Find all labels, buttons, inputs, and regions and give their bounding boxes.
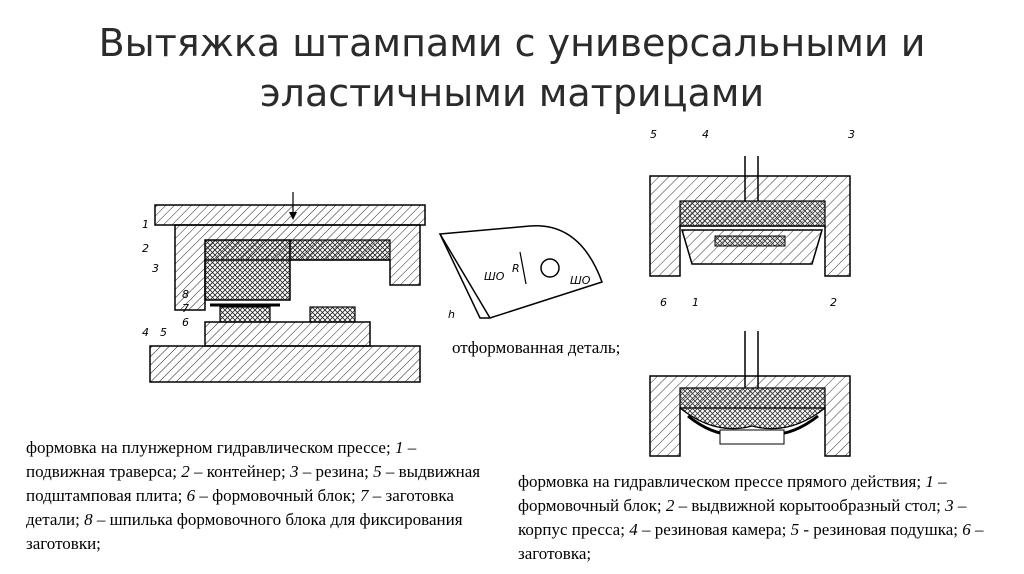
plunger-press-drawing: 1 2 3 8 7 6 4 5 xyxy=(142,192,426,383)
left-caption-num-3: 3 xyxy=(289,462,299,481)
left-caption-text-3: – резина; xyxy=(298,462,374,481)
formed-part-drawing: ШО ШО R h xyxy=(438,225,603,321)
right-caption: формовка на гидравлическом прессе прямог… xyxy=(518,470,1018,566)
right-caption-intro: формовка на гидравлическом прессе прямог… xyxy=(518,472,926,491)
forming-block-top xyxy=(714,235,786,247)
label-height: h xyxy=(448,308,455,321)
label-5: 5 xyxy=(160,326,167,339)
label-5-top: 5 xyxy=(650,128,657,141)
rubber-pad xyxy=(204,239,291,301)
left-caption-num-8: 8 xyxy=(84,510,93,529)
label-6: 6 xyxy=(660,296,667,309)
label-4-top: 4 xyxy=(702,128,709,141)
left-caption: формовка на плунжерном гидравлическом пр… xyxy=(26,436,481,556)
left-caption-text-5: – выдвижная подштамповая плита; xyxy=(26,462,481,505)
title-line-2: эластичными матрицами xyxy=(259,71,765,115)
label-shoulder-right: ШО xyxy=(570,274,591,287)
label-2: 2 xyxy=(830,296,837,309)
forming-block-bottom xyxy=(719,429,785,445)
rubber-cushion-bottom xyxy=(679,387,826,430)
sliding-plate xyxy=(204,321,371,347)
label-1: 1 xyxy=(692,296,699,309)
left-caption-text-1: – подвижная траверса; xyxy=(26,438,417,481)
press-arrowhead xyxy=(289,212,297,220)
right-caption-text-5: - резиновая подушка; xyxy=(799,520,963,539)
stem-top xyxy=(744,156,759,201)
right-caption-num-2: 2 xyxy=(665,496,675,515)
moving-traverse xyxy=(154,204,426,226)
label-3-top: 3 xyxy=(848,128,855,141)
right-caption-num-5: 5 xyxy=(790,520,800,539)
right-caption-text-1: – формовочный блок; xyxy=(518,472,947,515)
slide-title: Вытяжка штампами с универсальными и элас… xyxy=(0,18,1024,118)
bead-line xyxy=(519,251,527,285)
lightening-hole xyxy=(540,258,560,278)
left-caption-intro: формовка на плунжерном гидравлическом пр… xyxy=(26,438,395,457)
left-caption-num-1: 1 xyxy=(394,438,404,457)
right-caption-num-1: 1 xyxy=(925,472,934,491)
stem-bottom xyxy=(744,331,759,388)
forming-block-right xyxy=(309,306,356,323)
formed-part-caption: отформованная деталь; xyxy=(452,338,621,357)
label-radius: R xyxy=(512,262,520,275)
left-caption-text-2: – контейнер; xyxy=(189,462,290,481)
formed-part-outline xyxy=(438,225,603,319)
right-caption-text-3: – корпус пресса; xyxy=(518,496,967,539)
press-base xyxy=(149,345,421,383)
label-8: 8 xyxy=(182,288,189,301)
right-caption-num-3: 3 xyxy=(945,496,954,515)
left-caption-num-7: 7 xyxy=(360,486,369,505)
left-caption-text-8: – шпилька формовочного блока для фиксиро… xyxy=(26,510,463,553)
formed-part-flange xyxy=(439,233,490,319)
left-caption-num-5: 5 xyxy=(373,462,382,481)
label-shoulder-left: ШО xyxy=(484,270,505,283)
rubber-cushion-top xyxy=(679,200,826,227)
label-4: 4 xyxy=(142,326,149,339)
label-3: 3 xyxy=(152,262,159,275)
title-line-1: Вытяжка штампами с универсальными и xyxy=(98,21,926,65)
tray-top xyxy=(680,229,824,265)
rubber-pad-right xyxy=(289,239,391,261)
left-caption-num-6: 6 xyxy=(186,486,196,505)
left-caption-text-6: – формовочный блок; xyxy=(195,486,360,505)
label-1: 1 xyxy=(142,218,149,231)
left-caption-num-2: 2 xyxy=(181,462,190,481)
left-caption-text-7: – заготовка детали; xyxy=(26,486,454,529)
right-caption-text-4: – резиновая камера; xyxy=(637,520,791,539)
direct-press-drawing: 5 4 3 6 1 2 xyxy=(649,128,855,457)
right-caption-num-6: 6 xyxy=(962,520,971,539)
right-caption-text-2: – выдвижной корытообразный стол; xyxy=(674,496,946,515)
right-caption-text-6: – заготовка; xyxy=(518,520,984,563)
label-6: 6 xyxy=(182,316,189,329)
label-7: 7 xyxy=(182,302,189,315)
forming-block-left xyxy=(219,306,271,323)
right-caption-num-4: 4 xyxy=(629,520,638,539)
label-2: 2 xyxy=(142,242,149,255)
